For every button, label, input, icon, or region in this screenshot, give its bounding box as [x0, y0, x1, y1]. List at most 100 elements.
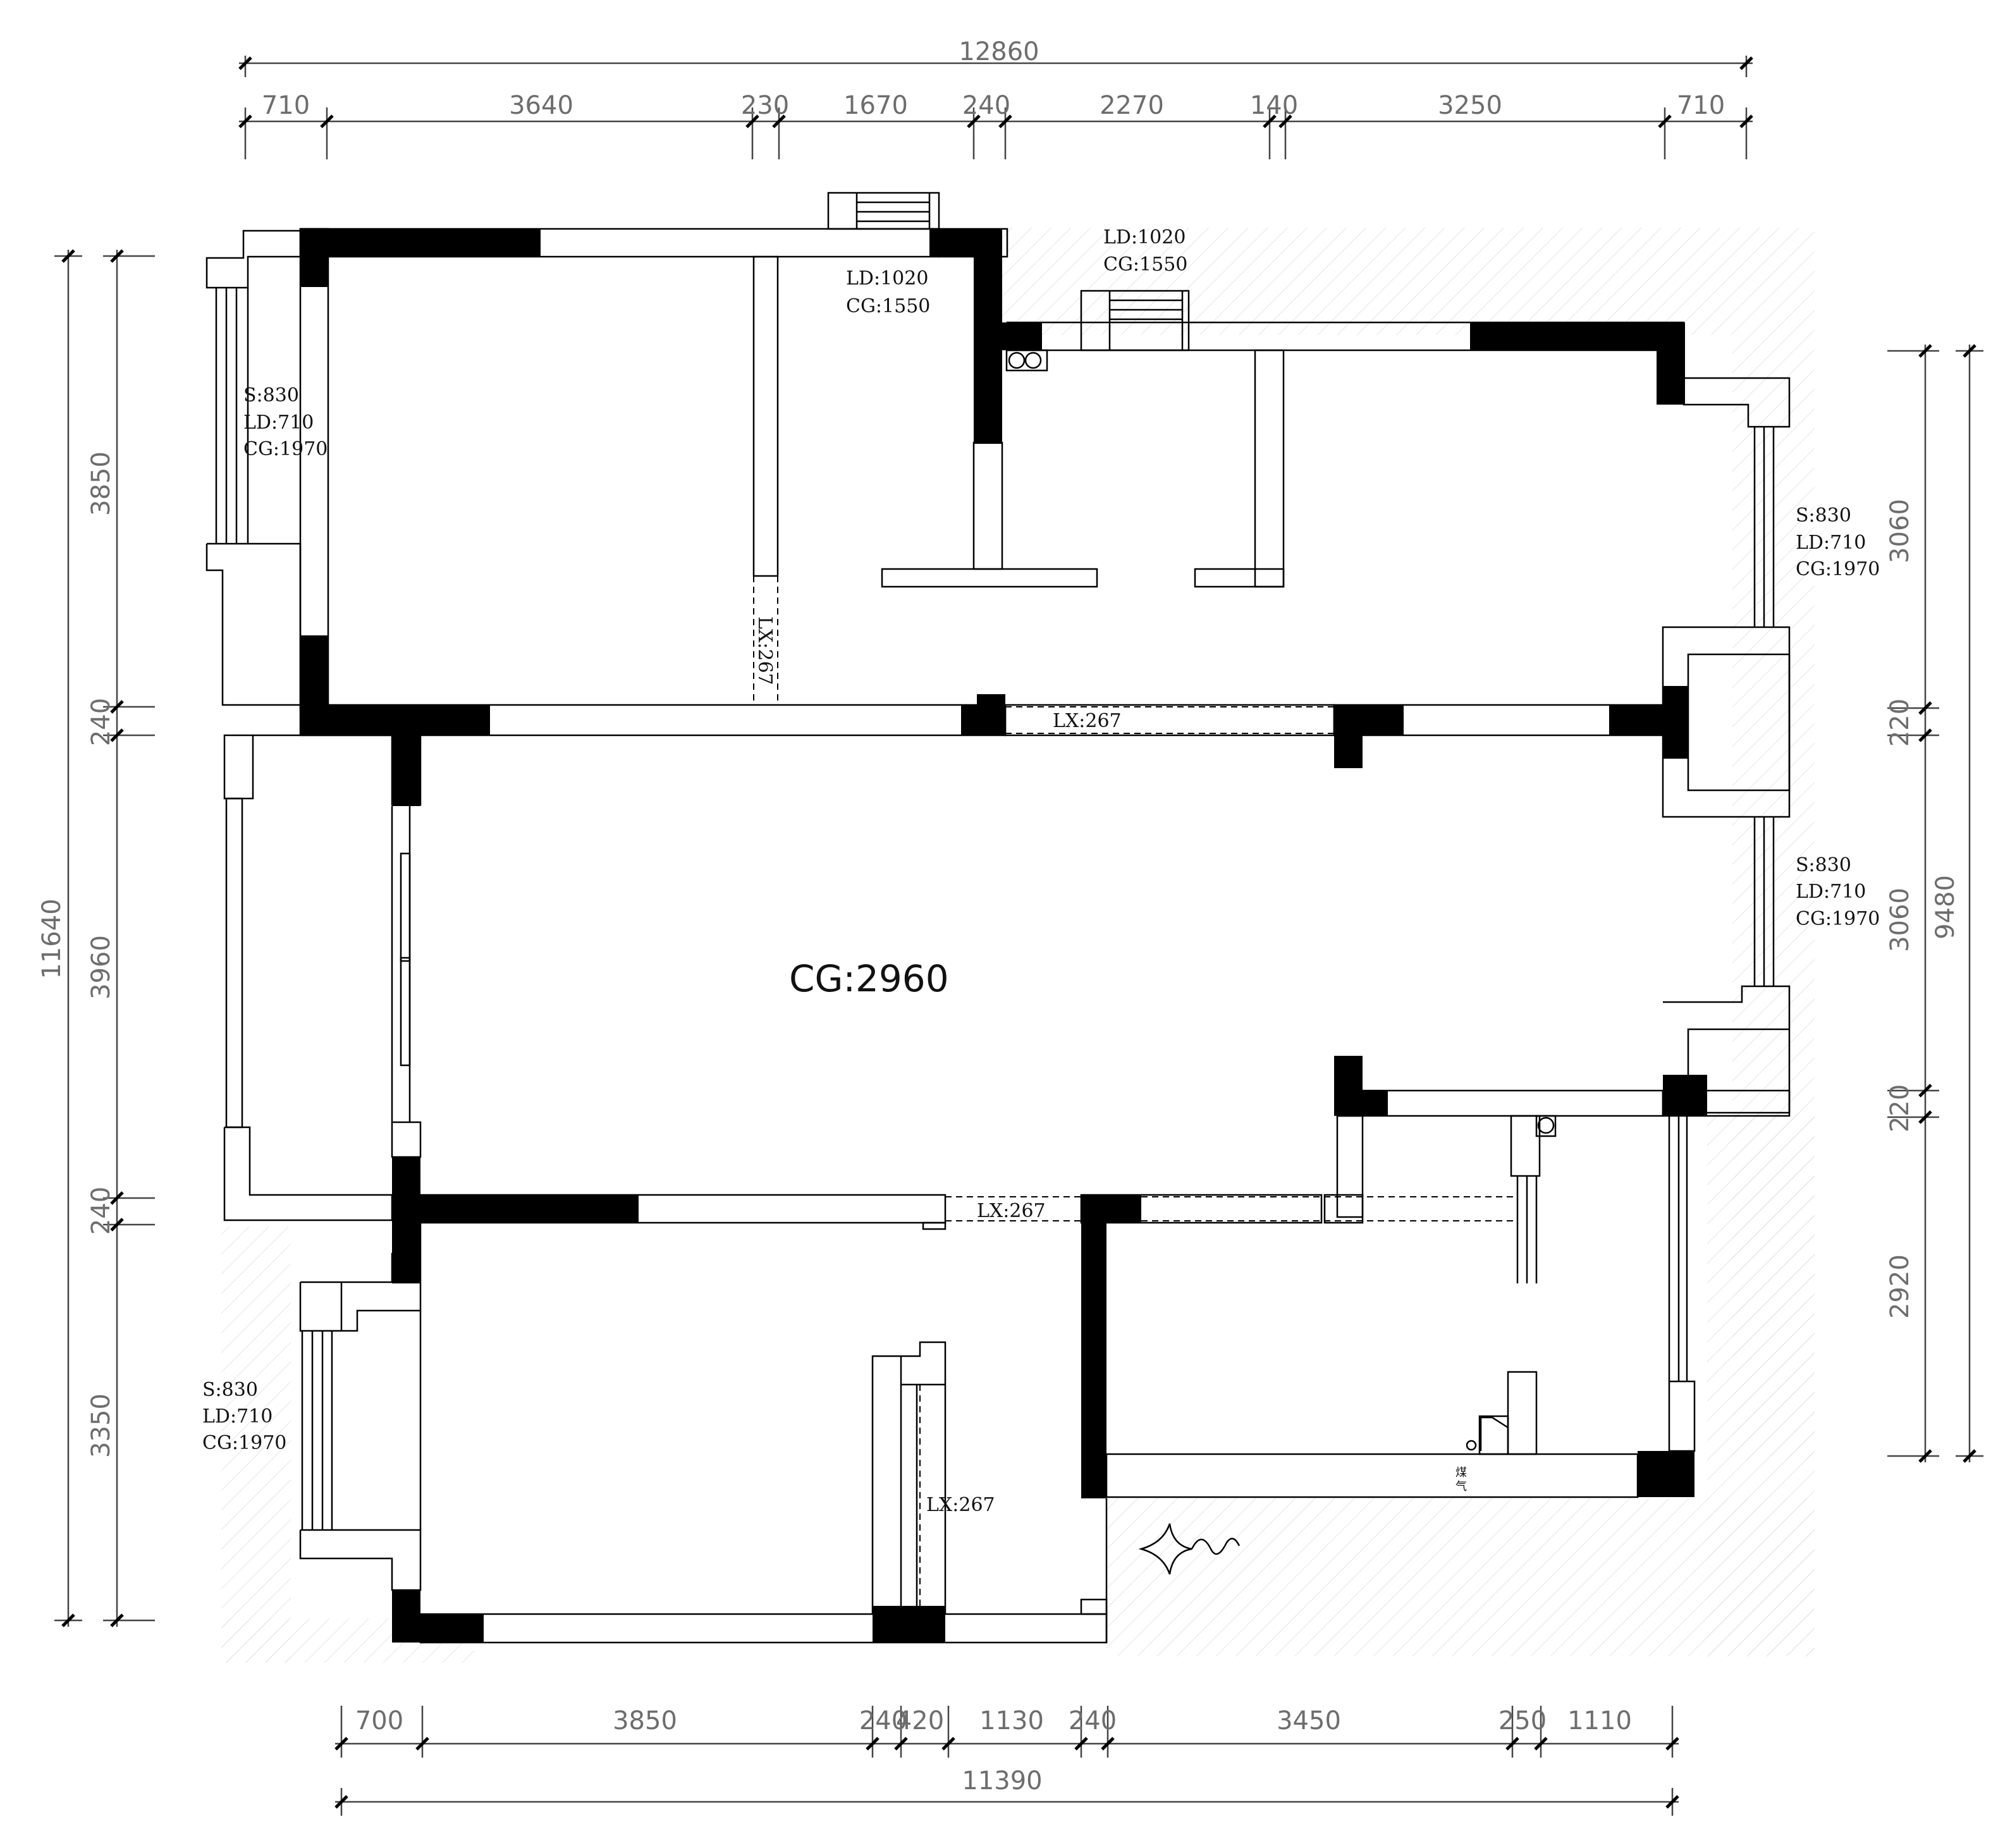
dimension-tick [61, 249, 75, 263]
window-note: S:830 [1796, 505, 1851, 527]
ceiling-height-label: CG:2960 [789, 957, 949, 1000]
dimension-tick [334, 1795, 348, 1809]
dimension-lines [54, 56, 1983, 1816]
dimension-texts: 12860 710 3640 230 1670 240 2270 140 325… [37, 37, 1960, 1796]
dimension-tick [110, 1218, 124, 1232]
bottom-dim: 250 [1498, 1706, 1547, 1735]
top-dim: 710 [1677, 91, 1725, 120]
bottom-dim: 700 [355, 1706, 403, 1735]
dimension-tick [967, 114, 981, 128]
dimension-tick [238, 114, 252, 128]
window-note: CG:1970 [243, 438, 328, 460]
dimension-tick [1918, 344, 1932, 358]
right-dim: 220 [1885, 699, 1915, 747]
top-dim: 710 [262, 91, 310, 120]
top-total-dim: 12860 [959, 37, 1039, 66]
dimension-tick [110, 728, 124, 742]
left-dim: 240 [87, 698, 116, 746]
dimension-tick [1101, 1737, 1115, 1751]
beam-label: LX:267 [754, 616, 776, 685]
top-dim: 140 [1250, 91, 1298, 120]
window-note: LD:710 [1796, 532, 1866, 554]
dimension-tick [320, 114, 334, 128]
dimension-tick [1665, 1795, 1679, 1809]
bottom-dim: 240 [859, 1706, 907, 1735]
dimension-tick [998, 114, 1012, 128]
top-dim: 3640 [509, 91, 573, 120]
top-dim: 240 [962, 91, 1010, 120]
right-dim: 220 [1885, 1084, 1915, 1132]
window-note: LD:710 [243, 412, 314, 434]
window-note: CG:1550 [846, 295, 930, 317]
top-dim: 1670 [843, 91, 908, 120]
dimension-tick [110, 1191, 124, 1205]
dimension-tick [772, 114, 786, 128]
dimension-tick [415, 1737, 429, 1751]
north-symbol [1138, 1523, 1241, 1575]
beam-label: LX:267 [926, 1494, 995, 1516]
dimension-tick [1665, 1737, 1679, 1751]
dimension-tick [110, 249, 124, 263]
right-total-dim: 9480 [1931, 875, 1960, 939]
dimension-tick [1963, 344, 1976, 358]
top-dim: 2270 [1100, 91, 1164, 120]
dimension-tick [61, 1613, 75, 1627]
dimension-tick [1918, 1084, 1932, 1098]
window-note: S:830 [1796, 854, 1851, 876]
dimension-tick [941, 1737, 955, 1751]
window-note: LD:710 [202, 1405, 273, 1428]
window-note: S:830 [243, 384, 299, 407]
exterior-hatch [221, 228, 1815, 1663]
dimension-tick [1658, 114, 1672, 128]
room-annotations: S:830 LD:710 CG:1970 LD:1020 CG:1550 LD:… [202, 226, 1880, 1516]
dimension-tick [1739, 114, 1753, 128]
dimension-tick [1963, 1449, 1976, 1463]
beam-label: LX:267 [977, 1200, 1046, 1222]
left-dim: 3850 [87, 451, 116, 516]
dimension-tick [1918, 728, 1932, 742]
left-dim: 3960 [87, 935, 116, 1000]
bottom-total-dim: 11390 [962, 1766, 1042, 1796]
dimension-tick [1263, 114, 1277, 128]
right-dim: 3060 [1885, 888, 1915, 952]
dimension-tick [1074, 1737, 1088, 1751]
window-note: CG:1550 [1103, 254, 1187, 276]
bottom-dim: 420 [896, 1706, 944, 1735]
window-note: CG:1970 [1796, 558, 1880, 580]
window-note: S:830 [202, 1379, 258, 1401]
dimension-tick [334, 1737, 348, 1751]
window-note: LD:710 [1796, 881, 1866, 903]
dimension-tick [1278, 114, 1292, 128]
beam-label: LX:267 [1053, 710, 1122, 732]
beam-lines [753, 576, 1517, 1614]
dimension-tick [1918, 1449, 1932, 1463]
dimension-tick [745, 114, 759, 128]
top-dim: 3250 [1438, 91, 1502, 120]
right-dim: 2920 [1885, 1254, 1915, 1319]
dimension-tick [1918, 701, 1932, 715]
right-dim: 3060 [1885, 499, 1915, 563]
dimension-tick [238, 56, 252, 70]
left-total-dim: 11640 [37, 898, 66, 979]
window-note: CG:1970 [1796, 908, 1880, 930]
dimension-tick [1534, 1737, 1548, 1751]
left-dim: 240 [87, 1187, 116, 1235]
window-note: LD:1020 [1103, 226, 1186, 248]
gas-label: 煤 气 [1455, 1466, 1471, 1493]
bottom-dim: 3850 [613, 1706, 677, 1735]
dimension-tick [110, 700, 124, 714]
dimension-tick [1918, 1110, 1932, 1124]
bottom-dim: 240 [1069, 1706, 1117, 1735]
window-note: LD:1020 [846, 267, 928, 290]
bottom-dim: 3450 [1277, 1706, 1341, 1735]
top-dim: 230 [741, 91, 789, 120]
dimension-tick [110, 1613, 124, 1627]
window-note: CG:1970 [202, 1432, 286, 1454]
solid-walls [300, 229, 1707, 1643]
dimension-tick [1739, 56, 1753, 70]
dimension-tick [1505, 1737, 1519, 1751]
bottom-dim: 1130 [979, 1706, 1044, 1735]
dimension-tick [894, 1737, 908, 1751]
